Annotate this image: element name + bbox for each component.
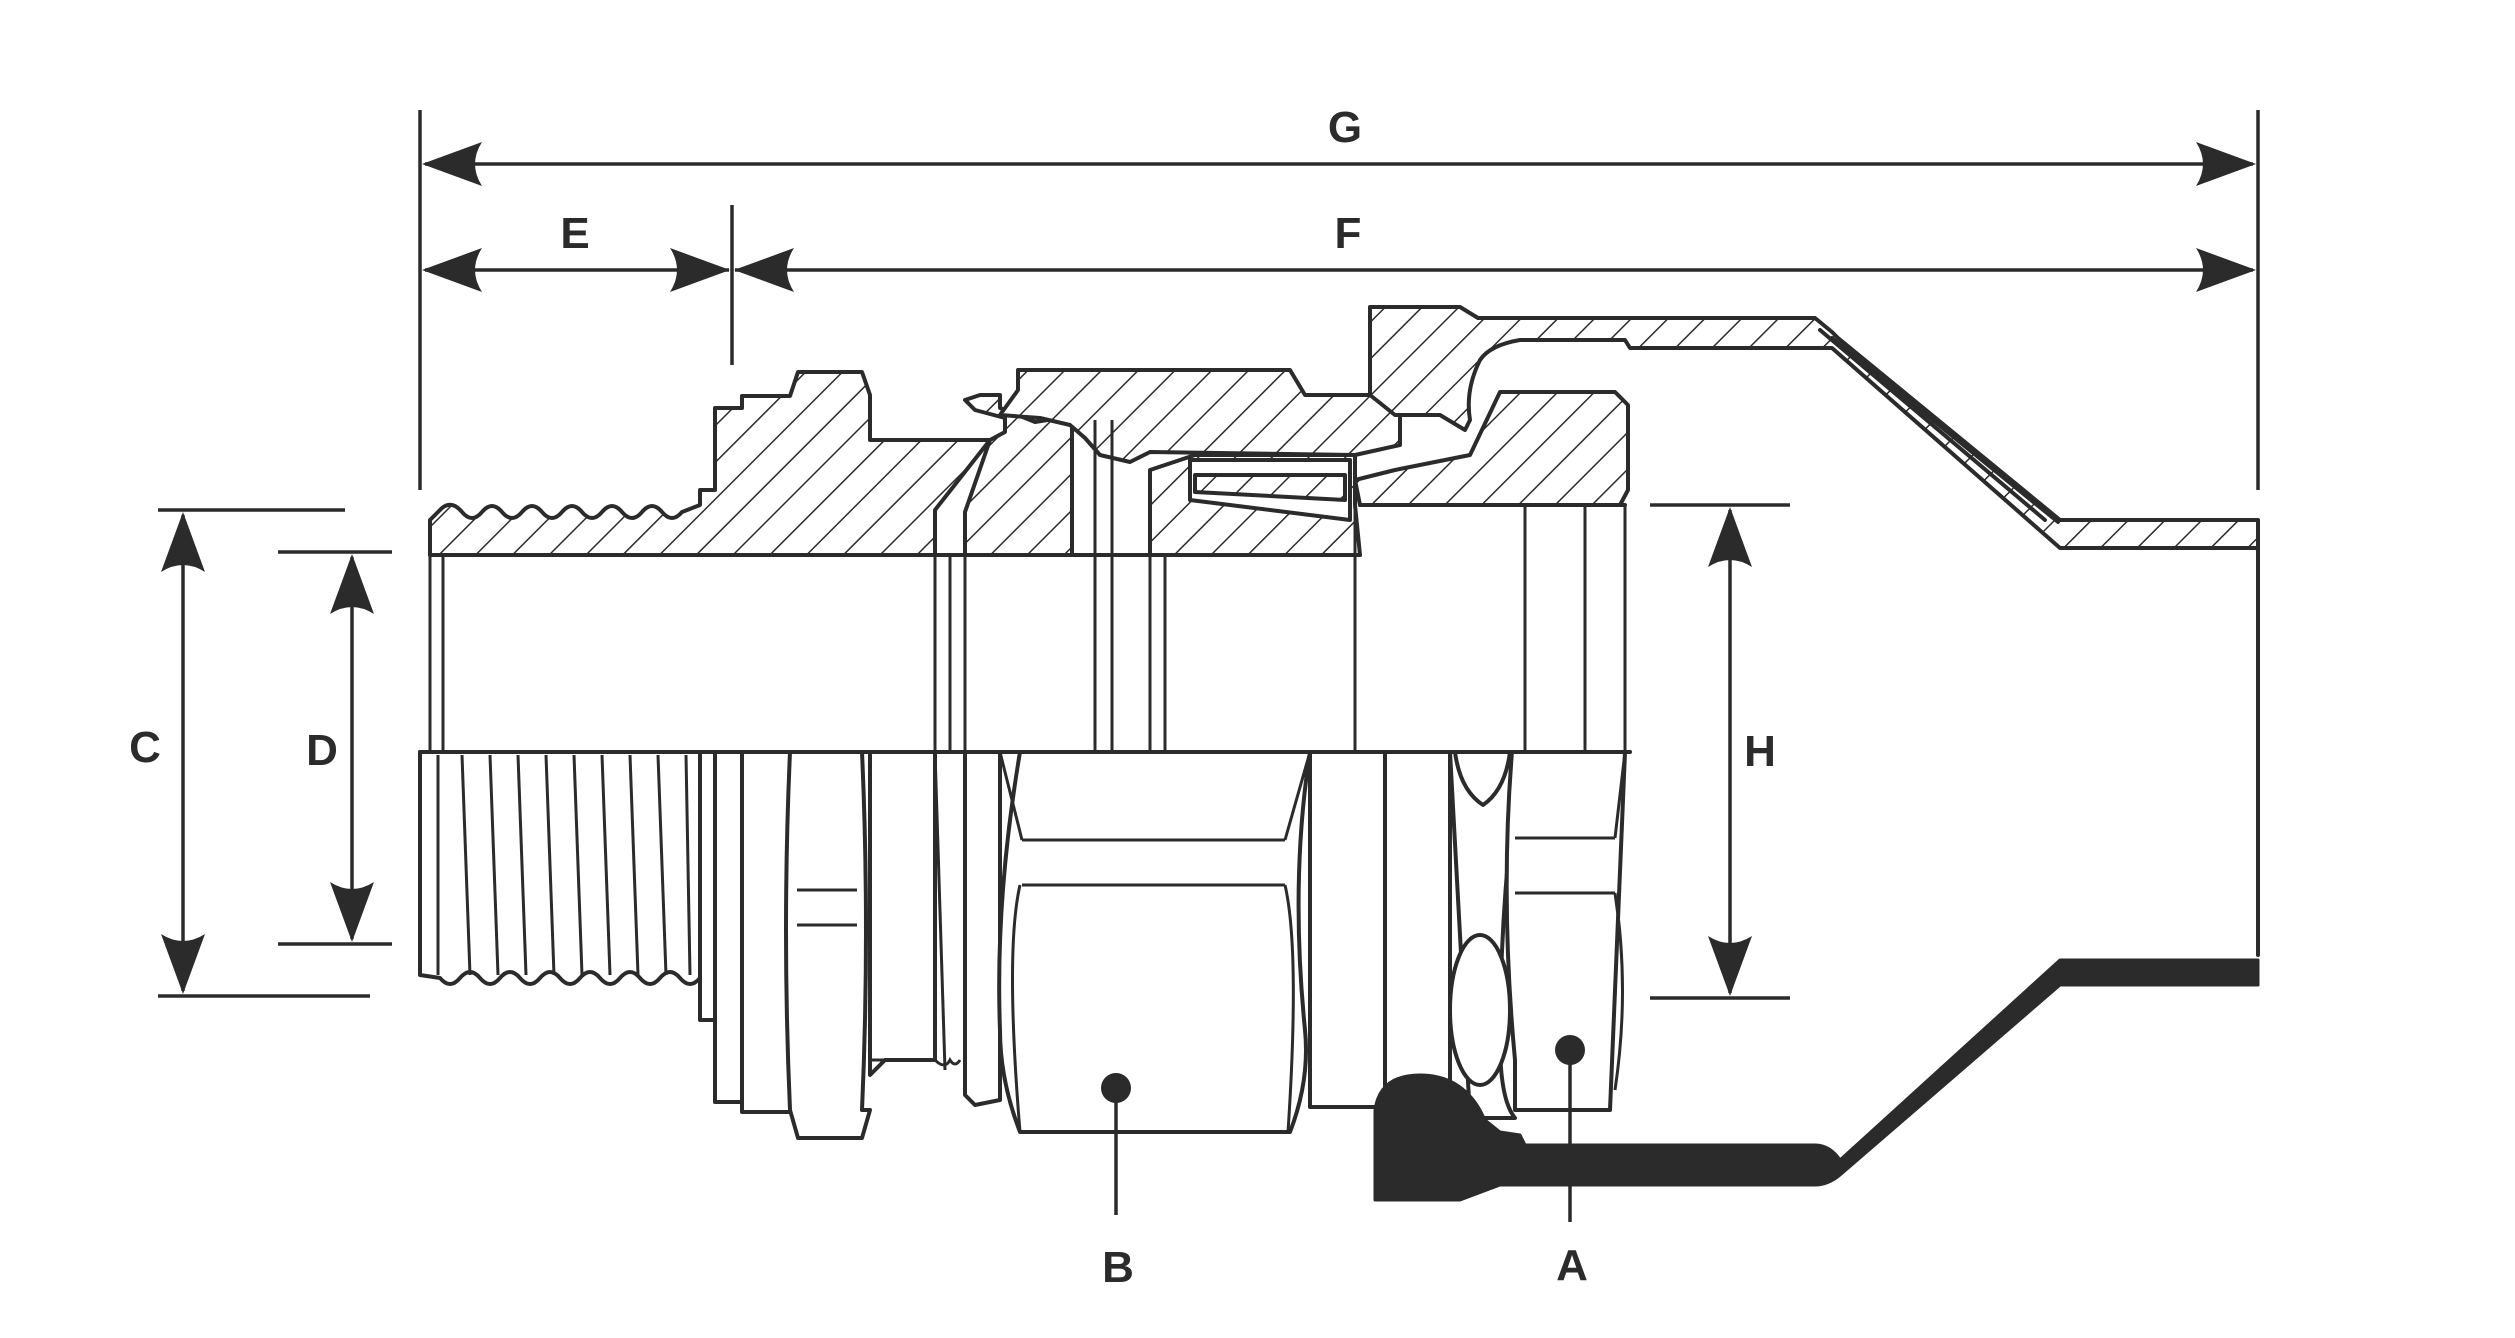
arrow-c-bottom	[161, 934, 205, 994]
label-b: B	[1102, 1243, 1134, 1292]
arrow-f-left	[734, 248, 794, 292]
label-f: F	[1335, 209, 1362, 258]
dimension-c	[158, 508, 370, 998]
cap-nut-elevation	[1448, 750, 1627, 1120]
arrow-g-left	[422, 142, 482, 186]
dimension-d	[278, 550, 392, 946]
dimension-g	[418, 110, 2260, 490]
arrow-h-top	[1708, 507, 1752, 567]
middle-nut-elevation	[963, 750, 1312, 1134]
arrow-e-right	[670, 248, 730, 292]
entry-thread-section	[428, 370, 992, 557]
leader-a	[1555, 1035, 1585, 1222]
arrow-g-right	[2196, 142, 2256, 186]
entry-locknut-elevation	[698, 750, 962, 1140]
label-h: H	[1744, 727, 1776, 776]
dimension-h	[1650, 503, 1790, 1000]
label-c: C	[129, 723, 161, 772]
middle-nut-section	[998, 368, 1402, 464]
entry-thread-elevation	[418, 750, 702, 986]
dimension-f	[734, 248, 2256, 292]
label-d: D	[306, 726, 338, 775]
arrow-e-left	[422, 248, 482, 292]
outer-sheath-elevation	[1373, 958, 2260, 1202]
inner-seal-section	[1148, 453, 1362, 557]
label-e: E	[560, 209, 589, 258]
label-g: G	[1328, 103, 1362, 152]
arrow-f-right	[2196, 248, 2256, 292]
label-a: A	[1556, 1241, 1588, 1290]
dimension-e	[422, 205, 734, 365]
arrow-c-top	[161, 512, 205, 572]
cap-nut-section	[1353, 305, 2260, 550]
arrow-d-top	[330, 554, 374, 614]
leader-b	[1101, 1073, 1131, 1215]
arrow-h-bottom	[1708, 936, 1752, 996]
inner-seal-elevation	[1308, 750, 1452, 1109]
arrow-d-bottom	[330, 882, 374, 942]
